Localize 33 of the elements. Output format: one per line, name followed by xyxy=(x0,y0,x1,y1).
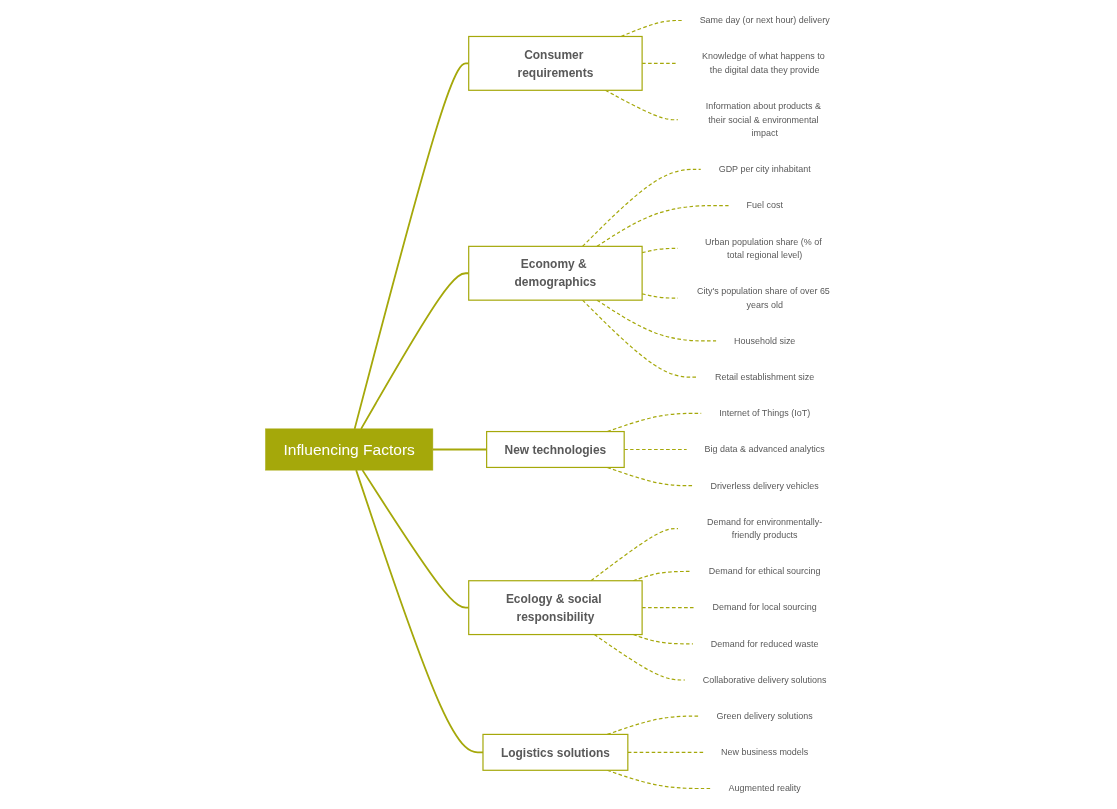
node-text: Urban population share (% of total regional level) xyxy=(705,236,822,260)
connector xyxy=(620,19,683,38)
node-text: Same day (or next hour) delivery xyxy=(699,14,830,26)
node-text: Fuel cost xyxy=(746,200,783,211)
node-box xyxy=(468,35,643,91)
node-text: Collaborative delivery solutions xyxy=(702,674,827,685)
node-text: Demand for environmentally-friendly products xyxy=(707,516,823,540)
node-text: Demand for ethical sourcing xyxy=(708,565,821,577)
node-box xyxy=(468,245,643,301)
node-text: Big data & advanced analytics xyxy=(704,443,825,455)
node-box xyxy=(486,430,625,469)
node-text: GDP per city inhabitant xyxy=(718,163,811,174)
node-text: Demand for local sourcing xyxy=(712,602,817,613)
connector xyxy=(596,204,730,247)
node-text: Demand for reduced waste xyxy=(710,638,819,649)
node-text: Information about products & their social & environmental impact xyxy=(705,100,822,138)
node-text: Green delivery solutions xyxy=(716,710,813,721)
node-text: City's population share of over 65 years old xyxy=(697,285,830,310)
connector xyxy=(590,527,679,582)
node-text: Knowledge of what happens to the digital data they provide xyxy=(702,51,825,75)
node-box xyxy=(468,580,643,636)
connector xyxy=(581,168,702,247)
connector xyxy=(581,299,698,378)
node-text: Driverless delivery vehicles xyxy=(710,480,819,491)
node-text: Internet of Things (IoT) xyxy=(719,407,811,418)
node-text: New business models xyxy=(721,746,809,757)
connector xyxy=(593,633,686,681)
node-box xyxy=(482,733,629,771)
node-text: Retail establishment size xyxy=(715,371,815,382)
node-text: Household size xyxy=(734,335,796,346)
node-box xyxy=(265,428,434,471)
node-text: Augmented reality xyxy=(728,782,801,794)
connector xyxy=(627,751,704,753)
